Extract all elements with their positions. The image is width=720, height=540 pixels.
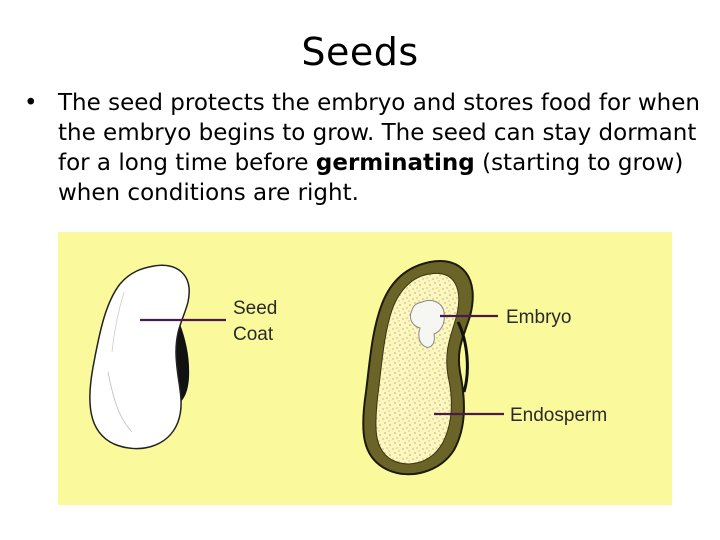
seed-cross-section: [362, 260, 474, 476]
slide-title-text: Seeds: [301, 30, 419, 74]
seed-coat-label-line1: Seed: [233, 298, 277, 319]
bullet-text-part1: The seed protects the embryo and stores …: [58, 90, 700, 176]
embryo-shape: [409, 299, 445, 348]
bullet-text-bold: germinating: [315, 150, 475, 176]
bullet-marker: •: [24, 90, 38, 116]
whole-seed: [89, 264, 190, 450]
endosperm-label: Endosperm: [510, 405, 607, 426]
slide-title: Seeds: [0, 30, 720, 74]
seed-coat: [89, 264, 190, 450]
bullet-text-part2: (starting to grow) when conditions are r…: [58, 150, 684, 206]
seed-diagram-svg: Seed Coat Embryo Endosperm: [58, 232, 672, 505]
seed-diagram: Seed Coat Embryo Endosperm: [58, 232, 672, 505]
embryo-label: Embryo: [506, 307, 571, 328]
seed-coat-label-line2: Coat: [233, 324, 274, 345]
bullet-text: The seed protects the embryo and stores …: [58, 88, 708, 208]
